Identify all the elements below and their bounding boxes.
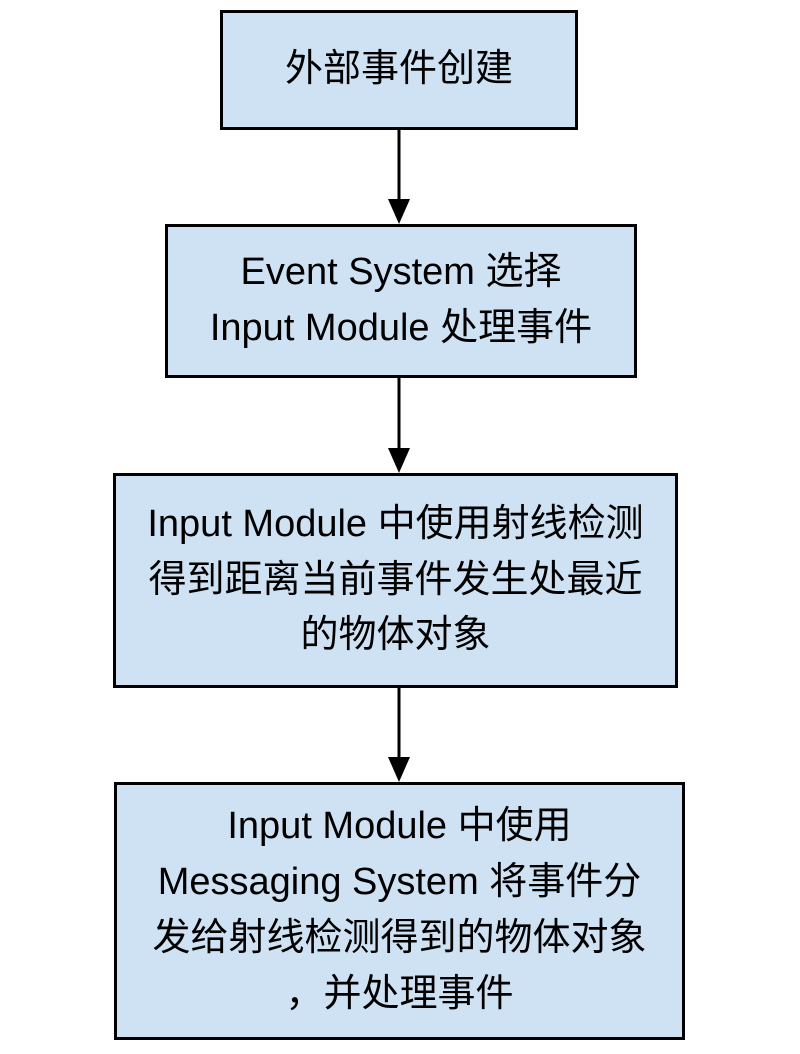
flow-arrow-2 xyxy=(386,378,412,473)
arrow-shaft xyxy=(397,130,401,206)
flow-node-text-line: 外部事件创建 xyxy=(284,48,513,91)
flow-node-text-line: Event System 选择 xyxy=(240,251,562,294)
arrow-shaft xyxy=(397,688,401,764)
flow-node-input-module-messaging-dispatch: Input Module 中使用 Messaging System 将事件分 发… xyxy=(114,782,685,1040)
flow-node-text-line: Input Module 处理事件 xyxy=(209,307,593,349)
flow-node-text-line: 得到距离当前事件发生处最近 xyxy=(148,558,643,601)
arrow-shaft xyxy=(397,378,401,455)
flow-node-text-line: Input Module 中使用射线检测 xyxy=(147,502,644,545)
flow-node-text-line: ，并处理事件 xyxy=(285,972,514,1015)
flow-arrow-3 xyxy=(386,688,412,782)
arrow-head-down-icon xyxy=(388,757,410,782)
flow-node-text-line: Messaging System 将事件分 xyxy=(157,861,642,904)
flow-arrow-1 xyxy=(386,130,412,224)
flow-node-event-system-selects-input-module: Event System 选择 Input Module 处理事件 xyxy=(165,224,637,378)
flow-node-input-module-raycast-nearest-object: Input Module 中使用射线检测 得到距离当前事件发生处最近 的物体对象 xyxy=(113,473,678,688)
arrow-head-down-icon xyxy=(388,448,410,473)
flow-node-text-line: Input Module 中使用 xyxy=(227,805,572,848)
flow-node-text-line: 的物体对象 xyxy=(300,614,491,657)
flow-node-external-event-created: 外部事件创建 xyxy=(220,10,578,130)
arrow-head-down-icon xyxy=(388,199,410,224)
flow-node-text-line: 发给射线检测得到的物体对象 xyxy=(152,917,647,959)
